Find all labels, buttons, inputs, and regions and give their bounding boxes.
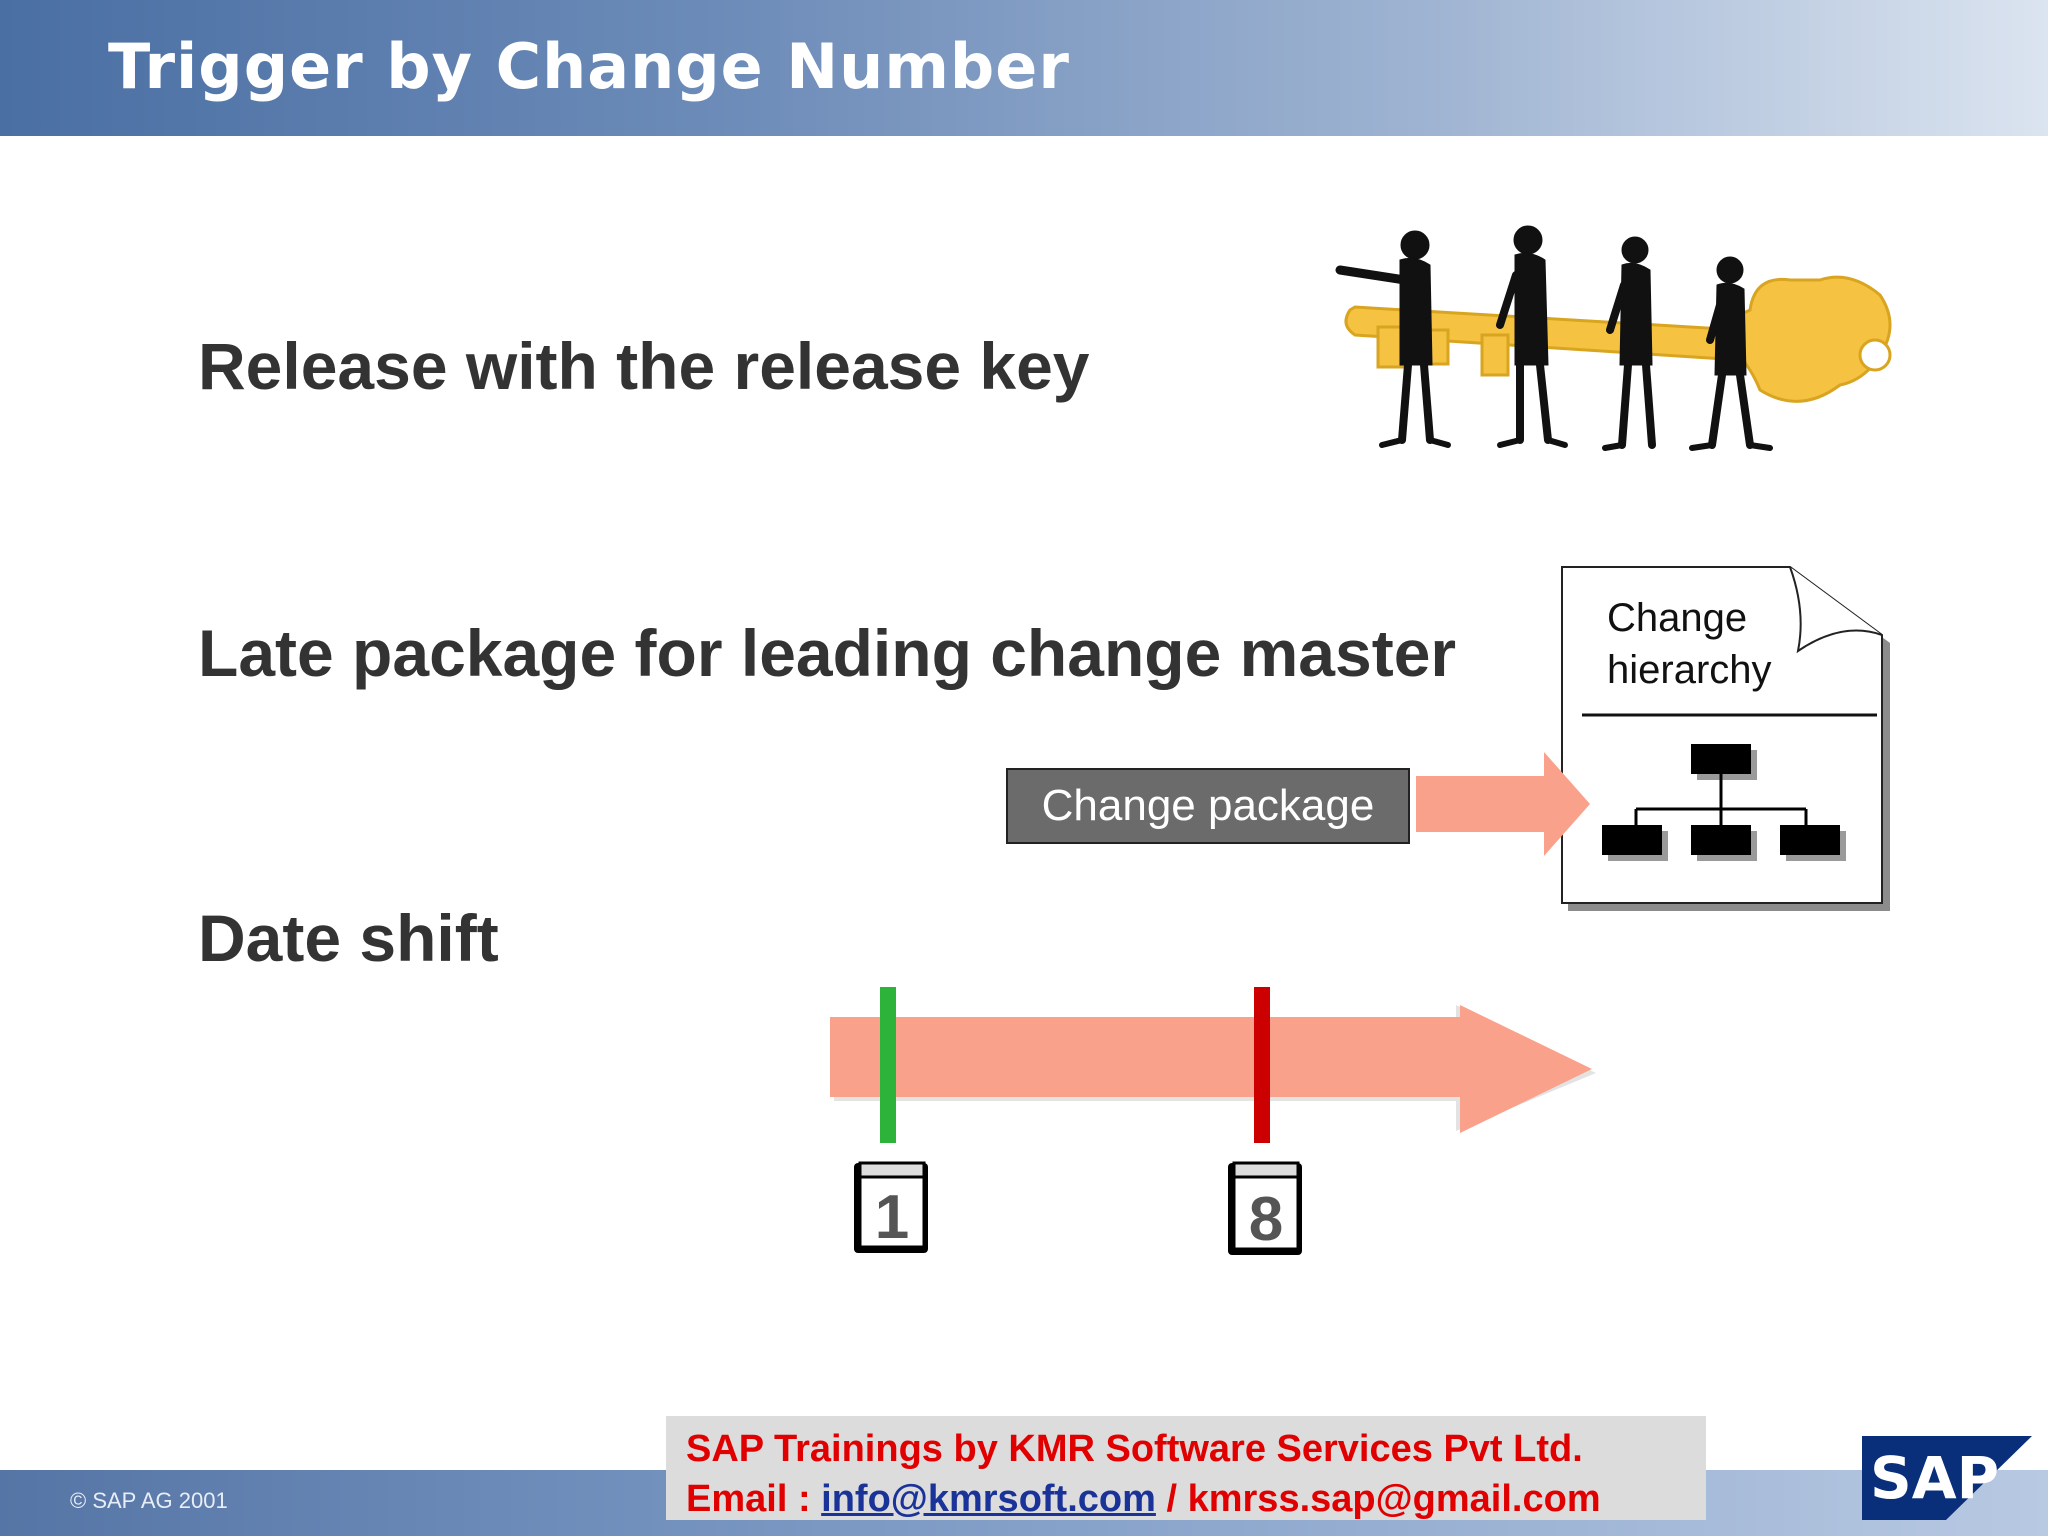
- person-4: [1689, 256, 1773, 451]
- change-package-box: Change package: [1006, 768, 1410, 844]
- calendar-end-day: 8: [1249, 1185, 1283, 1254]
- person-3: [1602, 236, 1656, 451]
- start-date-marker: [880, 987, 896, 1143]
- bullet-late-package: Late package for leading change master: [198, 616, 1457, 690]
- email-prefix: Email :: [686, 1478, 822, 1520]
- slide-title: Trigger by Change Number: [108, 30, 1070, 103]
- bullet-release-key: Release with the release key: [198, 329, 1090, 403]
- timeline-arrow: [830, 1005, 1592, 1133]
- kmr-training-banner: [666, 1416, 1706, 1520]
- package-arrow: [1416, 752, 1590, 856]
- change-hierarchy-document: [1561, 566, 1890, 911]
- calendar-start-day: 1: [875, 1183, 909, 1252]
- kmr-banner-line2: Email : info@kmrsoft.com / kmrss.sap@gma…: [686, 1478, 1601, 1521]
- email-link-info[interactable]: info@kmrsoft.com: [821, 1478, 1156, 1520]
- person-2: [1496, 225, 1568, 448]
- person-1: [1335, 230, 1451, 448]
- people-icons: [1335, 225, 1773, 451]
- bullet-date-shift: Date shift: [198, 901, 499, 975]
- date-shift-timeline: 1 8: [830, 987, 1596, 1255]
- change-hierarchy-label: Change hierarchy: [1607, 596, 1772, 692]
- end-date-marker: [1254, 987, 1270, 1143]
- calendar-icon-start: 1: [854, 1161, 928, 1253]
- kmr-banner-line1: SAP Trainings by KMR Software Services P…: [686, 1428, 1583, 1470]
- copyright-text: © SAP AG 2001: [70, 1488, 228, 1513]
- people-carrying-key-illustration: [1335, 225, 1892, 451]
- title-bar: Trigger by Change Number: [0, 0, 2048, 136]
- email-kmrss: kmrss.sap@gmail.com: [1187, 1478, 1601, 1520]
- sap-logo: SAP: [1862, 1436, 2032, 1520]
- email-separator: /: [1155, 1478, 1188, 1520]
- org-chart-icon: [1602, 744, 1846, 861]
- sap-logo-text: SAP: [1870, 1444, 1999, 1512]
- calendar-icon-end: 8: [1228, 1161, 1302, 1255]
